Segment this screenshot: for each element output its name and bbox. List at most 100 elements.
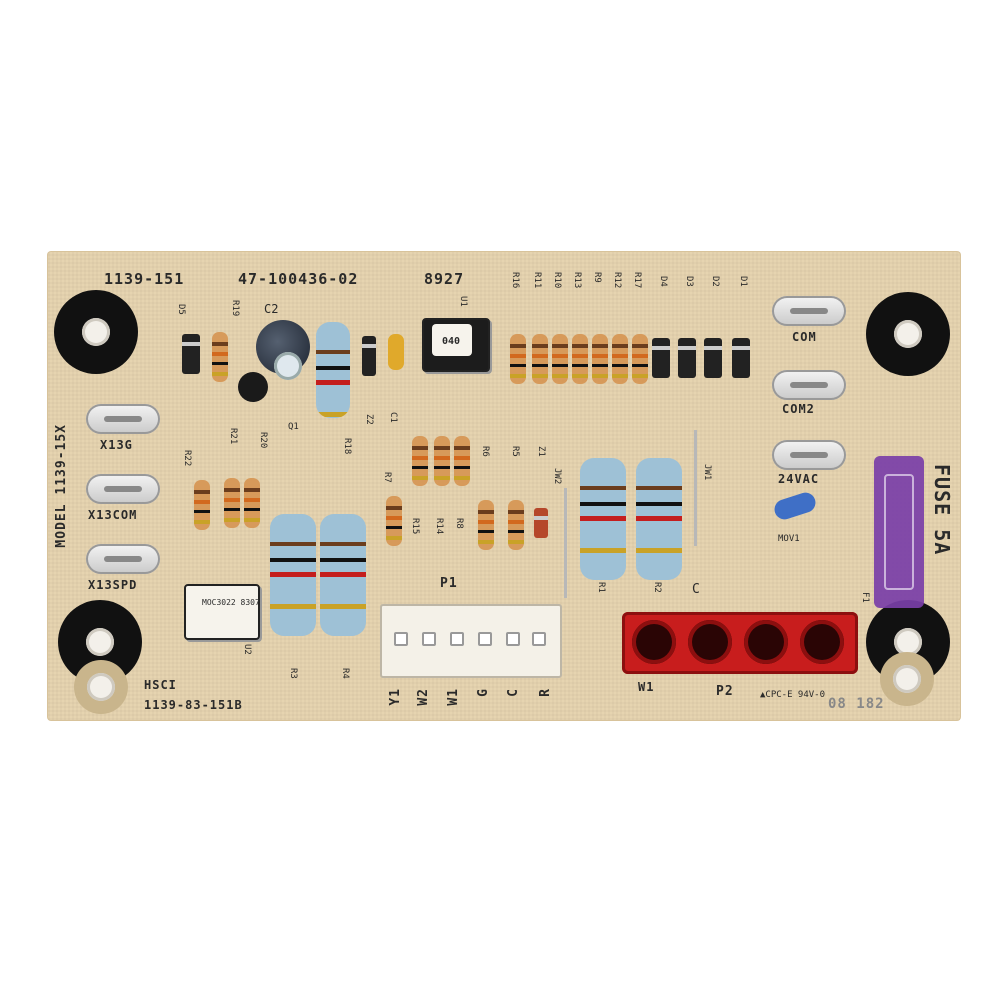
resistor-r20 <box>244 478 260 528</box>
ref-r8: R8 <box>454 518 464 529</box>
terminal-x13g[interactable] <box>86 404 160 434</box>
resistor-r11 <box>532 334 548 384</box>
resistor-r15 <box>412 436 428 486</box>
capacitor-c1 <box>388 334 404 370</box>
resistor-r6 <box>478 500 494 550</box>
ref-r4: R4 <box>340 668 350 679</box>
connector-p1[interactable] <box>380 604 562 678</box>
resistor-r19 <box>212 332 228 382</box>
maker-label: HSCI <box>144 678 177 692</box>
ref-c1: C1 <box>388 412 398 423</box>
p2-label-w1: W1 <box>638 680 655 694</box>
ref-jw1: JW1 <box>702 464 712 481</box>
diode-d2 <box>704 338 722 378</box>
ref-z2: Z2 <box>364 414 374 425</box>
zener-z1 <box>534 508 548 538</box>
terminal-label-x13com: X13COM <box>88 508 138 522</box>
p1-pin-y1 <box>394 632 408 646</box>
diode-d3 <box>678 338 696 378</box>
jumper-jw1 <box>694 430 697 546</box>
ref-d5: D5 <box>176 304 186 315</box>
resistor-r12 <box>612 334 628 384</box>
resistor-r3 <box>270 514 316 636</box>
mounting-hole-top-right <box>866 292 950 376</box>
part-number: 1139-151 <box>104 270 185 288</box>
connector-p2[interactable] <box>622 612 858 674</box>
diode-d4 <box>652 338 670 378</box>
mounting-hole-top-left <box>54 290 138 374</box>
ref-r6: R6 <box>480 446 490 457</box>
terminal-24vac[interactable] <box>772 440 846 470</box>
resistor-r4 <box>320 514 366 636</box>
varistor-mov1 <box>771 490 819 522</box>
resistor-r9 <box>592 334 608 384</box>
ic-u1-label-plate <box>432 324 472 356</box>
ref-u2: U2 <box>242 644 252 655</box>
terminal-label-24vac: 24VAC <box>778 472 820 486</box>
p2-pin-1 <box>632 620 676 664</box>
transistor-q1 <box>238 372 268 402</box>
terminal-label-com: COM <box>792 330 817 344</box>
ref-u1: U1 <box>458 296 468 307</box>
ref-r13: R13 <box>572 272 582 289</box>
ref-r19: R19 <box>230 300 240 317</box>
resistor-r18 <box>316 322 350 418</box>
p1-label-w1: W1 <box>446 688 461 706</box>
board-code: 1139-83-151B <box>144 698 243 712</box>
ref-r15: R15 <box>410 518 420 535</box>
ref-r5: R5 <box>510 446 520 457</box>
p2-pin-4 <box>800 620 844 664</box>
u1-marking: 040 <box>442 336 461 347</box>
ref-r12: R12 <box>612 272 622 289</box>
resistor-r21 <box>224 478 240 528</box>
ref-jw2: JW2 <box>552 468 562 485</box>
ref-r20: R20 <box>258 432 268 449</box>
p1-pin-r <box>532 632 546 646</box>
ref-r22: R22 <box>182 450 192 467</box>
p1-label-g: G <box>476 688 491 697</box>
ref-z1: Z1 <box>536 446 546 457</box>
ref-r3: R3 <box>288 668 298 679</box>
date-code: 8927 <box>424 270 465 288</box>
ref-r18: R18 <box>342 438 352 455</box>
resistor-r22 <box>194 480 210 530</box>
ref-d2: D2 <box>710 276 720 287</box>
capacitor-c2-top <box>274 352 302 380</box>
p2-pin-2 <box>688 620 732 664</box>
mounting-hole-lower-right <box>880 652 934 706</box>
p1-label-r: R <box>538 688 553 697</box>
fuse-label: FUSE 5A <box>930 464 954 556</box>
ref-d3: D3 <box>684 276 694 287</box>
resistor-r14 <box>434 436 450 486</box>
resistor-r5 <box>508 500 524 550</box>
resistor-r7 <box>386 496 402 546</box>
p1-pin-w2 <box>422 632 436 646</box>
p1-label-c: C <box>506 688 521 697</box>
ref-r11: R11 <box>532 272 542 289</box>
terminal-com2[interactable] <box>772 370 846 400</box>
zener-z2 <box>362 336 376 376</box>
terminal-x13com[interactable] <box>86 474 160 504</box>
ref-r10: R10 <box>552 272 562 289</box>
circuit-board: 1139-151 47-100436-02 8927 MODEL 1139-15… <box>48 252 960 720</box>
p1-pin-w1 <box>450 632 464 646</box>
ref-c2: C2 <box>264 302 279 316</box>
mounting-hole-lower-left <box>74 660 128 714</box>
p1-label-y1: Y1 <box>388 688 403 706</box>
jumper-jw2 <box>564 488 567 598</box>
fuse-f1[interactable] <box>874 456 924 608</box>
ref-c: C <box>692 582 700 597</box>
terminal-com[interactable] <box>772 296 846 326</box>
ref-r7: R7 <box>382 472 392 483</box>
ref-r17: R17 <box>632 272 642 289</box>
diode-d5 <box>182 334 200 374</box>
terminal-label-x13spd: X13SPD <box>88 578 138 592</box>
ref-q1: Q1 <box>288 422 299 432</box>
ref-r9: R9 <box>592 272 602 283</box>
ref-p2: P2 <box>716 684 734 699</box>
ref-d1: D1 <box>738 276 748 287</box>
p1-pin-c <box>506 632 520 646</box>
resistor-r2 <box>636 458 682 580</box>
diode-d1 <box>732 338 750 378</box>
terminal-x13spd[interactable] <box>86 544 160 574</box>
